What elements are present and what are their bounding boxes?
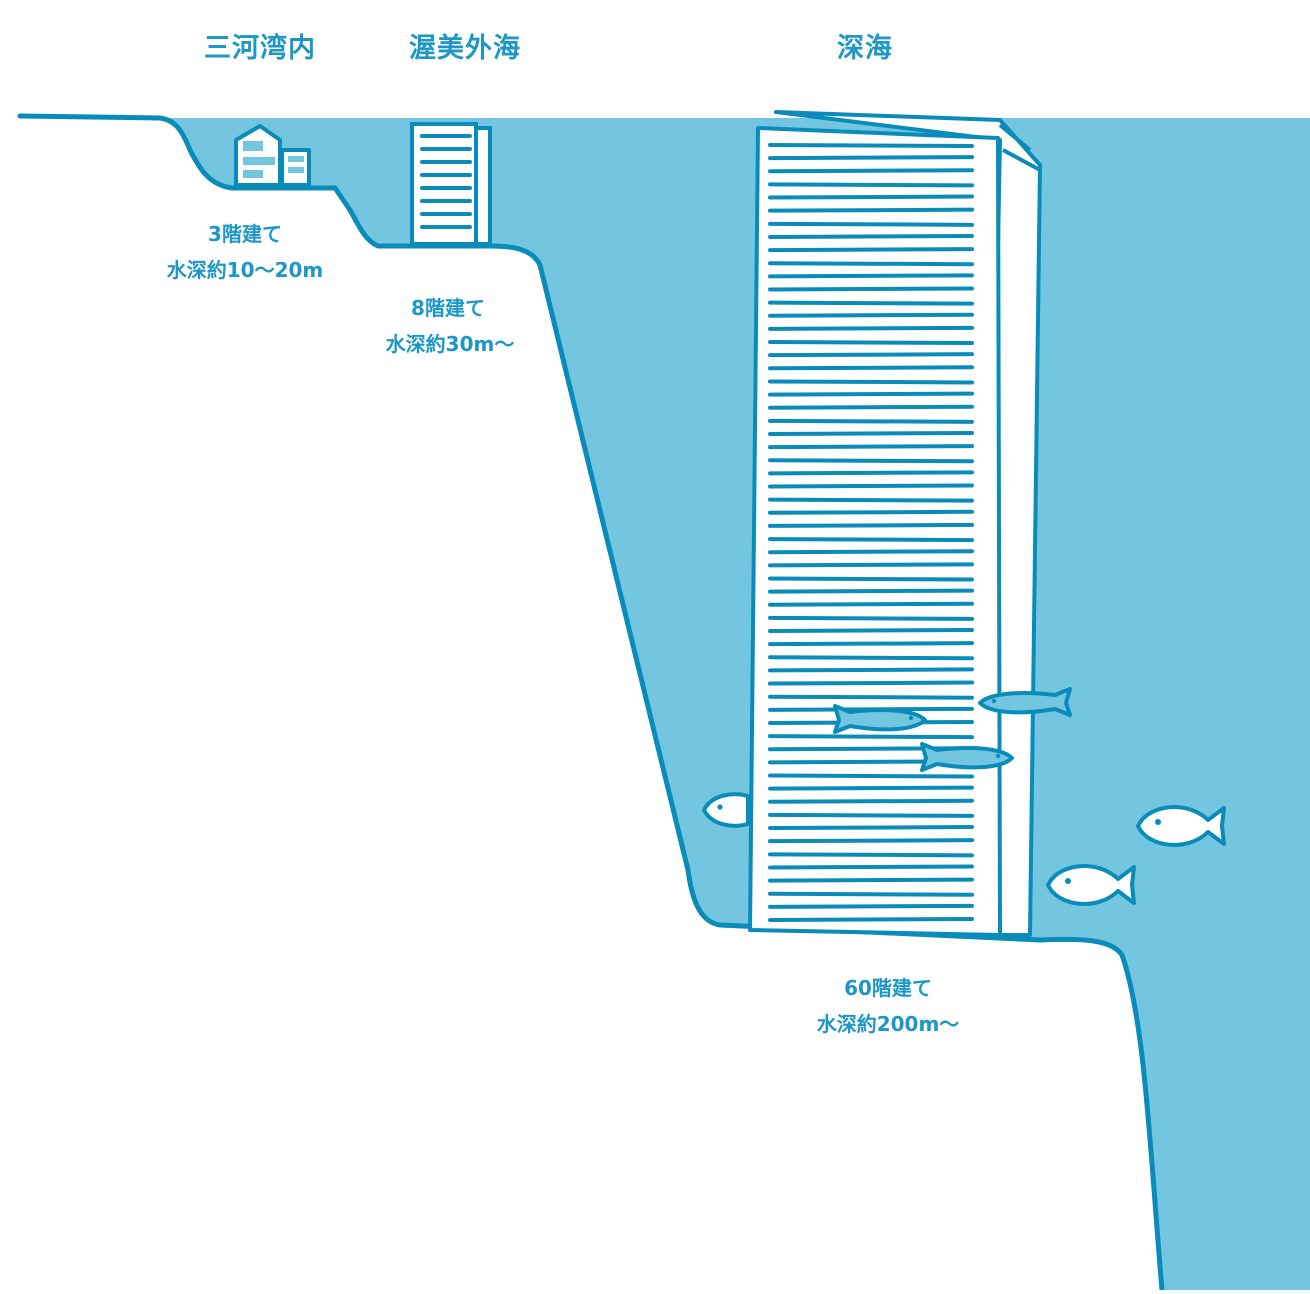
floor-line xyxy=(768,379,974,385)
floor-line xyxy=(768,588,974,594)
floor-line xyxy=(768,812,974,818)
floor-line xyxy=(768,340,974,346)
floor-line xyxy=(768,537,974,543)
sixty-story-tower-icon xyxy=(748,110,1042,937)
floor-line xyxy=(768,312,974,318)
floor-line xyxy=(768,615,974,621)
floor-line xyxy=(768,273,974,279)
floor-line xyxy=(768,864,974,870)
floor-line xyxy=(768,458,974,464)
floor-line xyxy=(768,667,974,673)
floor-line xyxy=(768,825,974,831)
floor-line xyxy=(768,233,974,239)
floor-line xyxy=(768,483,974,489)
floor-line xyxy=(768,182,974,188)
fish-icon xyxy=(920,742,1014,772)
floor-line xyxy=(768,300,974,306)
floor-line xyxy=(768,680,974,686)
floor-line xyxy=(768,404,974,410)
floors-label-atsumi-offshore: 8階建て xyxy=(411,296,485,320)
floor-line xyxy=(768,903,974,909)
depth-label-mikawa-bay: 水深約10〜20m xyxy=(166,258,324,282)
floor-line xyxy=(768,628,974,634)
floor-line xyxy=(768,562,974,568)
floor-line xyxy=(768,877,974,883)
floor-line xyxy=(768,655,974,661)
floors-label-deep-sea: 60階建て xyxy=(844,976,932,1000)
floor-line xyxy=(768,522,974,528)
floor-line xyxy=(768,207,974,213)
floor-line xyxy=(768,509,974,515)
floor-line xyxy=(768,391,974,397)
floor-line xyxy=(768,365,974,371)
fish-icon xyxy=(978,687,1072,717)
floor-line xyxy=(768,444,974,450)
floor-line xyxy=(768,221,974,227)
floor-line xyxy=(768,785,974,791)
floor-line xyxy=(768,601,974,607)
floor-line xyxy=(768,497,974,503)
floor-line xyxy=(768,694,974,700)
floor-line xyxy=(768,143,974,148)
floor-line xyxy=(768,325,974,331)
small-house-icon xyxy=(234,124,311,187)
floor-line xyxy=(768,838,974,844)
depth-label-atsumi-offshore: 水深約30m〜 xyxy=(385,332,515,356)
fish-icon xyxy=(833,704,927,734)
zone-title-mikawa-bay: 三河湾内 xyxy=(204,33,316,64)
zone-title-deep-sea: 深海 xyxy=(837,33,893,64)
eight-story-building-icon xyxy=(410,122,492,246)
floor-line xyxy=(768,168,974,174)
floor-line xyxy=(768,576,974,582)
floor-line xyxy=(768,286,974,292)
floor-line xyxy=(768,641,974,647)
seabed-line xyxy=(17,113,1165,1293)
sea-water xyxy=(165,118,1310,1290)
fish-icon xyxy=(1046,864,1136,906)
floor-line xyxy=(768,430,974,436)
floor-line xyxy=(768,352,974,358)
floor-line xyxy=(768,734,974,740)
floor-line xyxy=(768,470,974,476)
zone-title-atsumi-offshore: 渥美外海 xyxy=(409,33,521,64)
floor-line xyxy=(768,418,974,424)
fish-icon xyxy=(1136,805,1226,847)
floor-line xyxy=(768,798,974,804)
floor-line xyxy=(768,261,974,267)
floor-line xyxy=(768,773,974,779)
floor-line xyxy=(768,917,974,922)
floor-line xyxy=(768,247,974,253)
floor-line xyxy=(768,194,974,200)
floors-label-mikawa-bay: 3階建て xyxy=(208,222,282,246)
floor-line xyxy=(768,155,974,161)
fish-icon xyxy=(702,792,750,828)
floor-line xyxy=(768,852,974,858)
depth-label-deep-sea: 水深約200m〜 xyxy=(816,1012,960,1036)
floor-line xyxy=(768,891,974,897)
floor-line xyxy=(768,549,974,555)
